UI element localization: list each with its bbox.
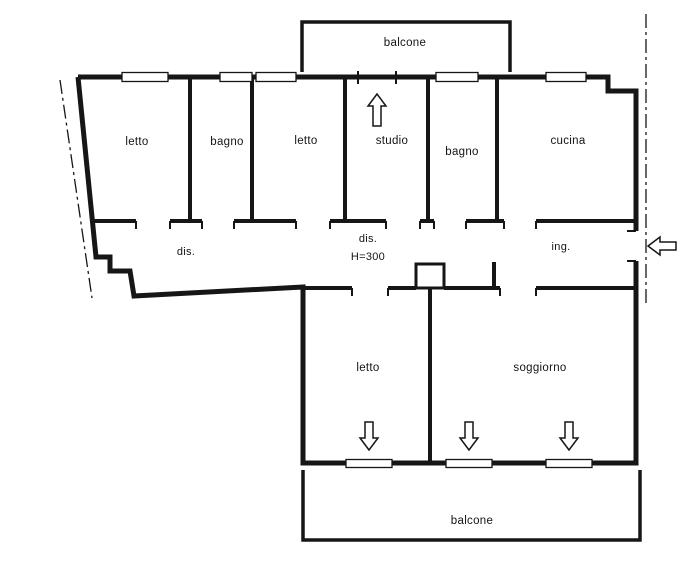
window: [255, 71, 297, 83]
room-label-soggiorno: soggiorno: [513, 362, 567, 374]
room-label-ing: ing.: [551, 241, 571, 253]
balcony-door: [345, 458, 393, 469]
room-label-balcone-top: balcone: [383, 37, 427, 49]
left-arrow-icon: [646, 235, 677, 257]
door-thresholds-bottom: [345, 458, 593, 469]
down-arrow-icon: [558, 421, 580, 452]
boundary-lines: [59, 14, 647, 304]
room-label-balcone-bottom: balcone: [450, 515, 494, 527]
room-label-dis-2: dis.: [358, 233, 378, 245]
windows-top: [121, 71, 587, 83]
direction-arrows: [358, 92, 677, 452]
window: [121, 71, 169, 83]
wall-pillar: [414, 262, 446, 290]
room-label-dis-1: dis.: [176, 246, 196, 258]
room-label-letto-3: letto: [356, 362, 380, 374]
up-arrow-icon: [366, 92, 388, 127]
window: [435, 71, 479, 83]
window: [219, 71, 253, 83]
room-label-letto-2: letto: [294, 135, 318, 147]
down-arrow-icon: [458, 421, 480, 452]
room-label-studio: studio: [375, 135, 409, 147]
outer-wall-left: [75, 76, 346, 466]
door-jambs: [135, 71, 636, 296]
outer-wall: [75, 74, 639, 466]
ceiling-height-note: H=300: [350, 251, 386, 263]
down-arrow-icon: [358, 421, 380, 452]
balcony-door: [445, 458, 493, 469]
boundary-dashdot-left: [59, 79, 93, 299]
balcony-door: [545, 458, 593, 469]
room-label-letto-1: letto: [125, 136, 149, 148]
room-label-cucina: cucina: [550, 135, 586, 147]
interior-walls: [92, 79, 636, 463]
outer-wall-right-lower: [592, 261, 639, 466]
window: [545, 71, 587, 83]
room-label-bagno-1: bagno: [210, 136, 244, 148]
outer-wall-top-right: [78, 74, 639, 231]
top-balcony-wall: [300, 20, 512, 72]
bottom-balcony-wall: [301, 470, 642, 542]
room-label-bagno-2: bagno: [445, 146, 479, 158]
